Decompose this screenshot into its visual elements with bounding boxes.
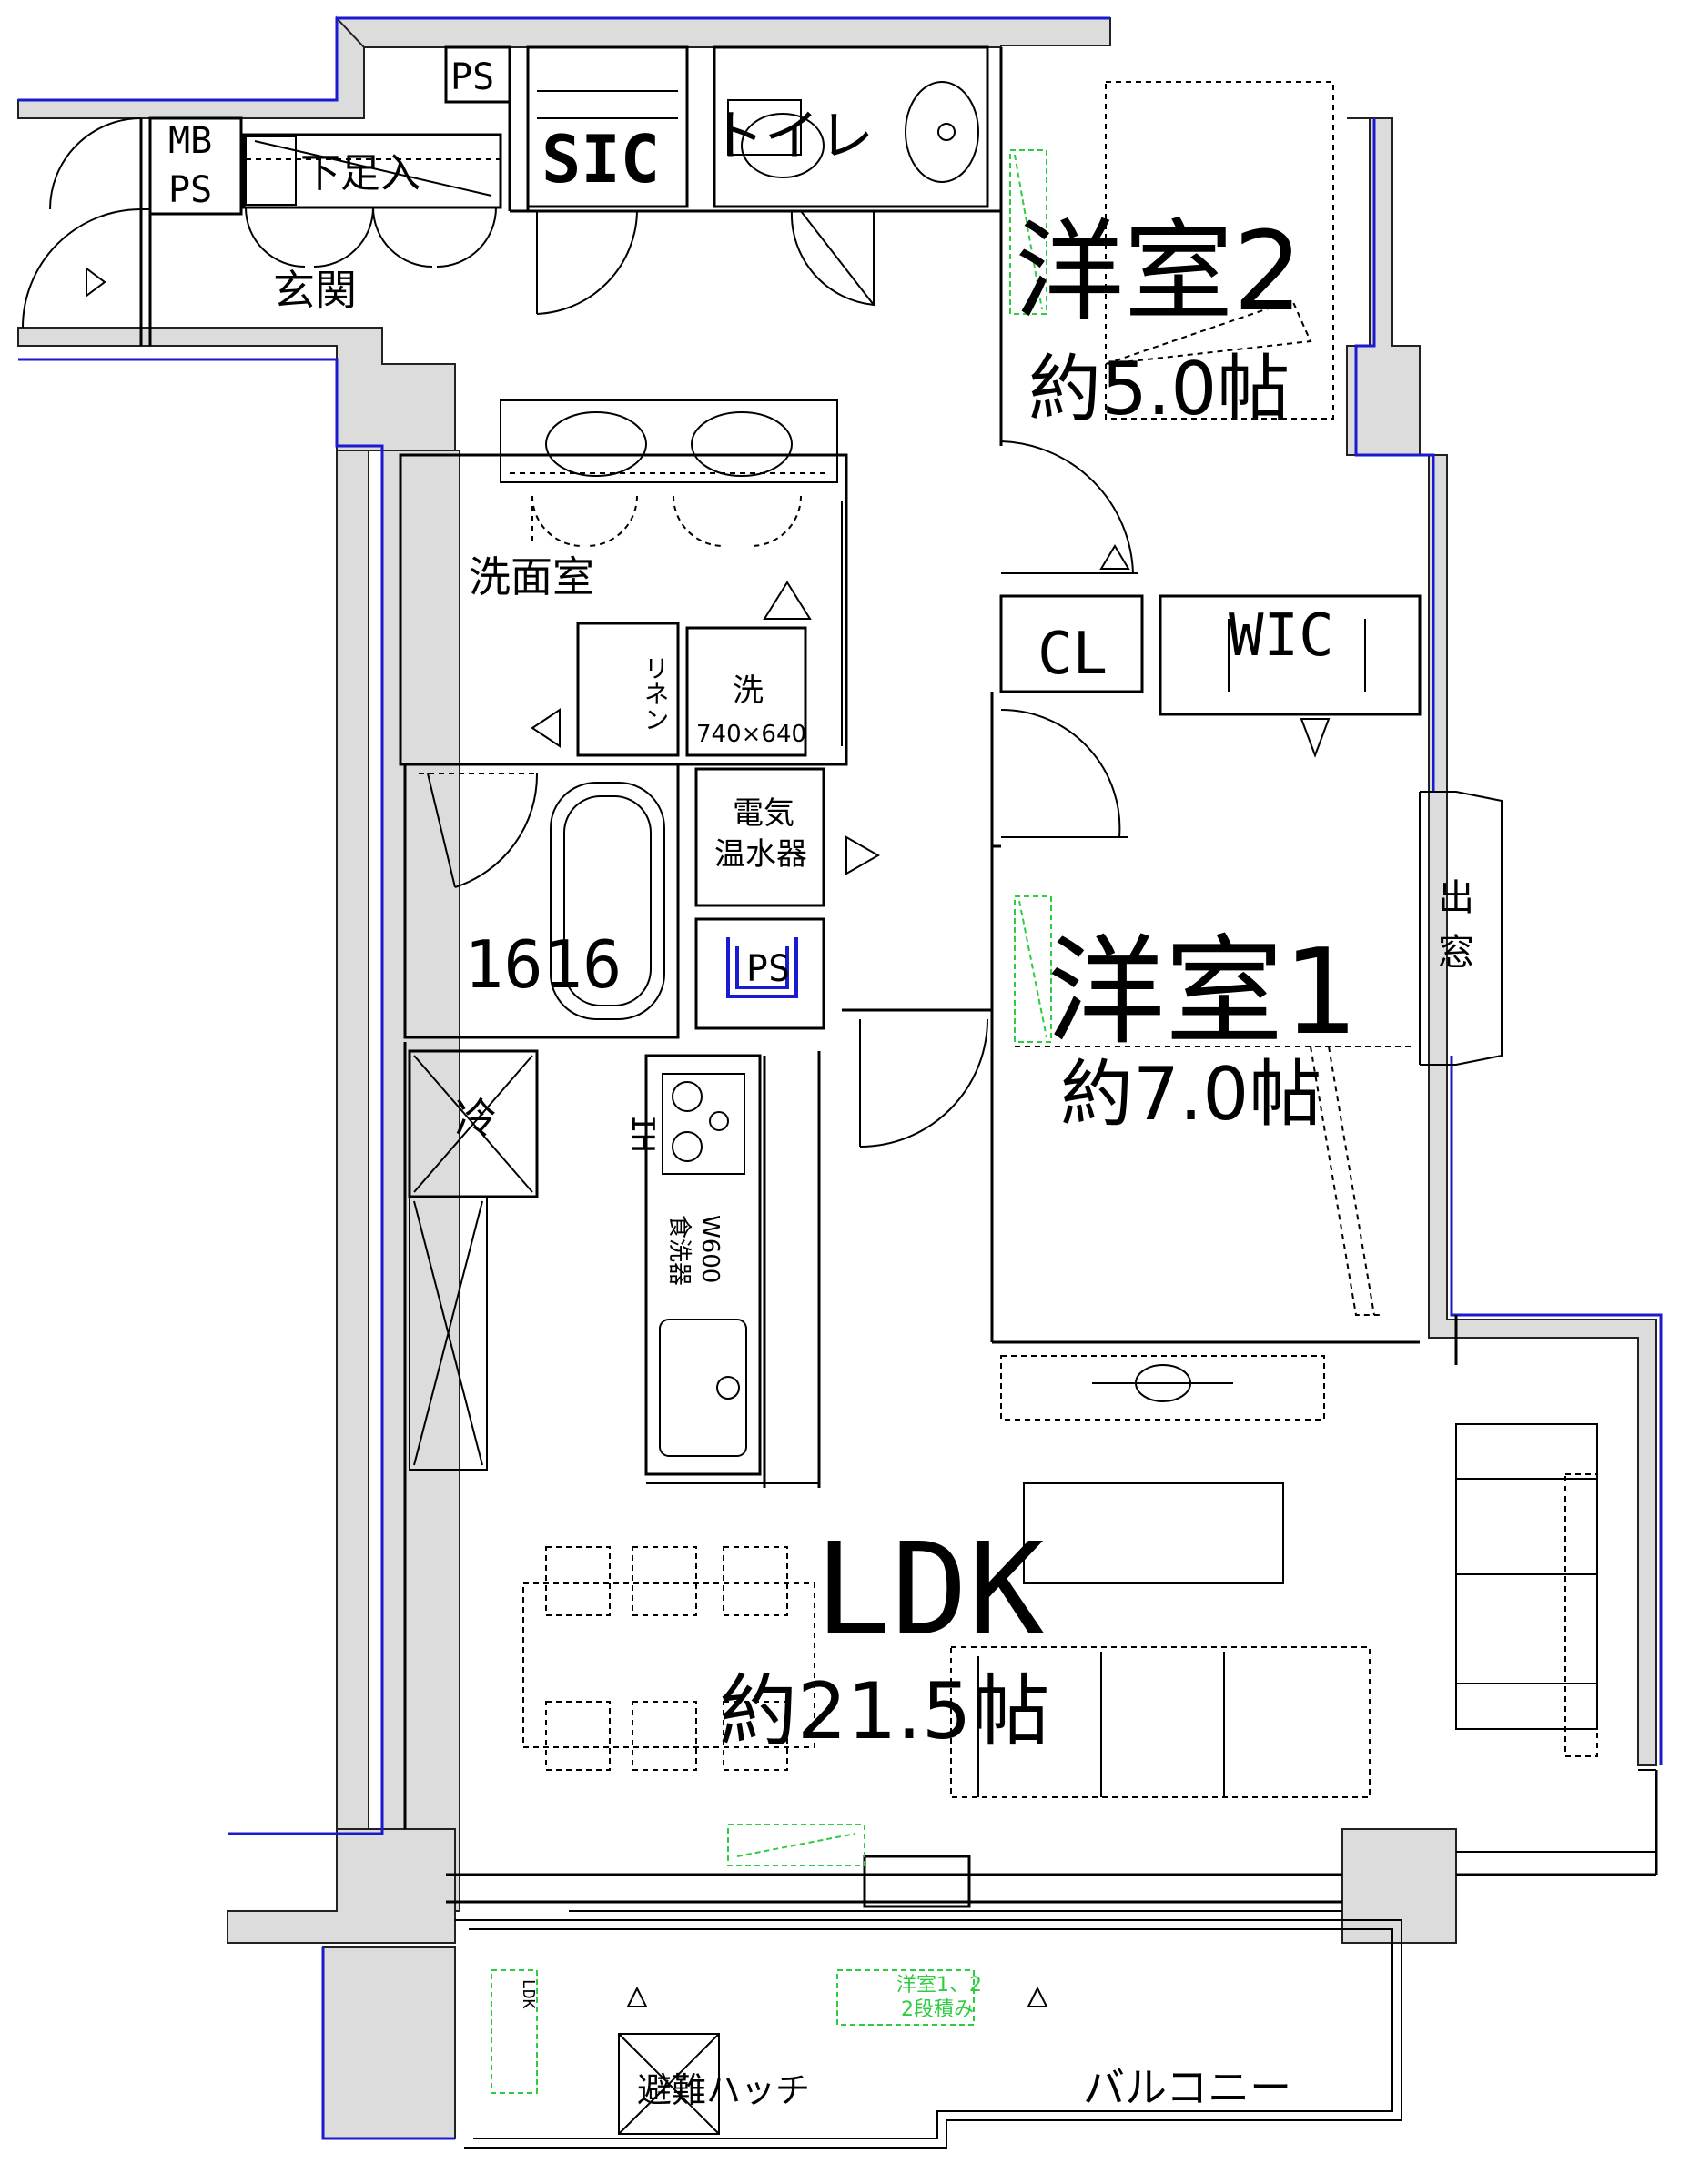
bay-window-line2: 窓 (1438, 932, 1474, 974)
toilet-label: トイレ (710, 105, 874, 168)
shoe-cabinet-label: 下足入 (300, 150, 420, 197)
water-heater-line1: 電気 (733, 795, 794, 832)
interior-walls (22, 46, 1658, 2149)
bedroom2-size: 約5.0帖 (1028, 347, 1290, 431)
sic-label: SIC (541, 121, 660, 197)
ps-top-label: PS (450, 56, 494, 98)
wic-label: WIC (1229, 602, 1334, 670)
mbps-label: MB PS (168, 120, 234, 211)
ldk-size: 約21.5帖 (719, 1666, 1049, 1757)
bedroom2-name: 洋室2 (1015, 209, 1302, 336)
ldk-ac-tag: LDK (519, 1979, 538, 2009)
linen-label: リネン (641, 655, 671, 732)
ih-label: IH (624, 1115, 661, 1152)
water-heater-line2: 温水器 (714, 836, 807, 873)
room-labels: PS MB PS 下足入 SIC トイレ 玄関 洋室2 約5.0帖 洗面室 リネ… (168, 56, 1486, 2112)
balcony-label: バルコニー (1083, 2063, 1291, 2112)
ldk-name: LDK (815, 1516, 1045, 1664)
bedroom1-name: 洋室1 (1047, 923, 1359, 1061)
dishwasher-line2: 食洗器 (665, 1215, 693, 1286)
washer-label: 洗 (733, 672, 764, 709)
exterior-walls (17, 15, 1657, 2139)
ac-stack-tag-line1: 洋室1、2 (896, 1974, 982, 1997)
washer-size: 740×640 (696, 721, 806, 748)
cl-label: CL (1037, 621, 1108, 688)
bay-window-line1: 出 (1438, 877, 1474, 919)
mbps-label-line2: PS (168, 169, 212, 211)
bay-window-label: 出 窓 (1438, 877, 1486, 974)
ac-stack-tag-line2: 2段積み (901, 1998, 974, 2021)
ac-stack-tag: 洋室1、2 2段積み (896, 1974, 988, 2021)
hatch-label: 避難ハッチ (637, 2070, 810, 2110)
dishwasher-label: W600 食洗器 (665, 1215, 724, 1291)
bedroom1-size: 約7.0帖 (1060, 1052, 1321, 1137)
water-heater-label: 電気 温水器 (714, 795, 807, 873)
ps-mid-label: PS (746, 948, 790, 990)
dishwasher-line1: W600 (696, 1215, 724, 1283)
washroom-label: 洗面室 (469, 552, 594, 602)
fridge-label: 冷 (455, 1094, 497, 1143)
mbps-label-line1: MB (168, 120, 212, 162)
genkan-label: 玄関 (273, 266, 357, 315)
exterior-outline (18, 16, 1663, 2140)
bath-size-label: 1616 (464, 926, 622, 1003)
